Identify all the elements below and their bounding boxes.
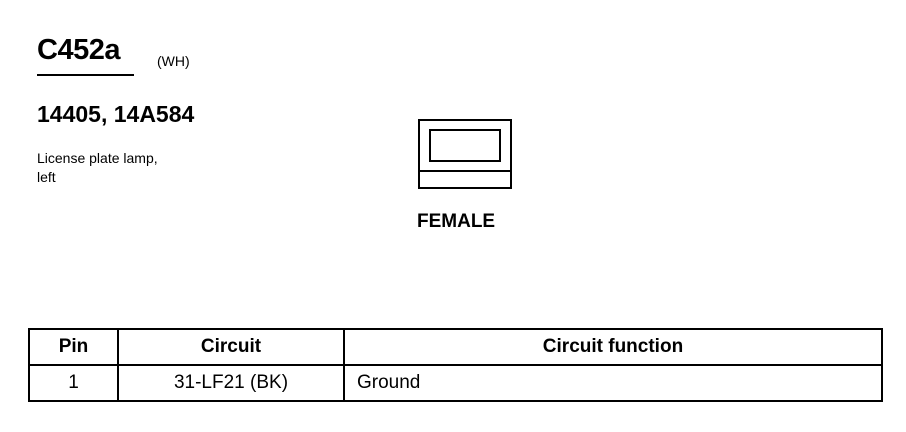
connector-id: C452a (37, 34, 120, 66)
header-circuit-function: Circuit function (343, 328, 883, 366)
connector-color: (WH) (157, 53, 190, 69)
cell-pin: 1 (28, 364, 119, 402)
part-numbers: 14405, 14A584 (37, 101, 195, 127)
pin-table-header-row: Pin Circuit Circuit function (28, 328, 883, 366)
cell-circuit: 31-LF21 (BK) (117, 364, 345, 402)
connector-gender-label: FEMALE (417, 211, 496, 232)
connector-body (418, 119, 512, 189)
connector-id-underline (37, 74, 134, 76)
pin-table: Pin Circuit Circuit function 1 31-LF21 (… (28, 328, 883, 402)
table-row: 1 31-LF21 (BK) Ground (28, 364, 883, 402)
connector-cavity (429, 129, 501, 162)
connector-description: License plate lamp, left (37, 150, 158, 185)
connector-face-diagram (418, 119, 512, 189)
header-circuit: Circuit (117, 328, 345, 366)
cell-circuit-function: Ground (343, 364, 883, 402)
header-pin: Pin (28, 328, 119, 366)
